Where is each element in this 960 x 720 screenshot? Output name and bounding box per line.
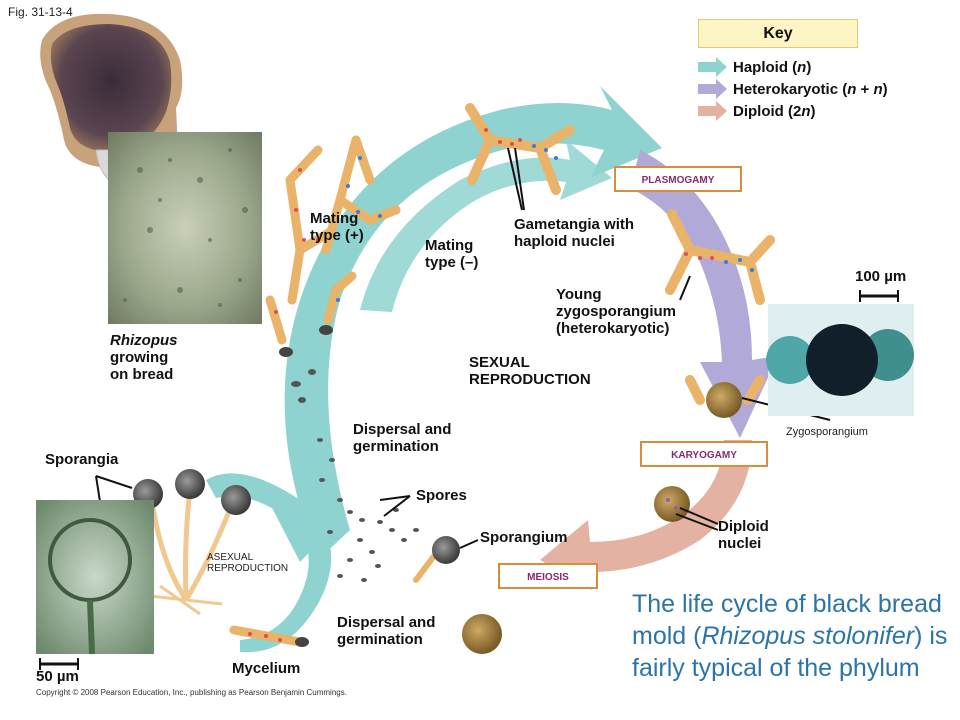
zygosporangium-drawing <box>685 375 765 418</box>
figure-label: Fig. 31-13-4 <box>8 5 73 19</box>
key-title: Key <box>698 19 858 48</box>
diploid-zygosporangium <box>654 486 690 522</box>
mating-plus-hyphae <box>265 145 335 345</box>
caption: The life cycle of black bread mold (Rhiz… <box>632 590 948 682</box>
gametangia-hyphae <box>465 103 575 195</box>
spores-cloud <box>291 369 419 582</box>
haploid-inner-arrow <box>360 140 612 312</box>
haploid-cycle-arrow <box>284 86 662 560</box>
heterokaryotic-cycle-arrow <box>630 150 778 438</box>
key-arrow-diploid-icon <box>698 101 727 121</box>
mating-minus-hyphae <box>321 135 401 325</box>
young-zygosporangium <box>665 209 775 305</box>
zygosporangium-label: Zygosporangium <box>786 426 868 438</box>
sporangium-label: Sporangium <box>480 529 568 546</box>
spores-label: Spores <box>416 487 467 504</box>
sporangium-drawing <box>413 536 460 583</box>
key-arrow-haploid-icon <box>698 57 727 77</box>
bread-photo <box>40 13 183 169</box>
scale-100-label: 100 µm <box>855 268 907 285</box>
asexual-arrowhead-icon <box>268 500 340 562</box>
meiosis-box: MEIOSIS <box>498 563 598 589</box>
diploid-cycle-arrow <box>540 440 752 590</box>
scale-50-label: 50 µm <box>36 668 79 685</box>
key-arrow-heterokaryotic-icon <box>698 79 727 99</box>
sporangium-micrograph <box>36 500 154 655</box>
mycelium-drawing <box>229 625 309 647</box>
spore-bottom-drawing <box>462 614 502 654</box>
copyright: Copyright © 2008 Pearson Education, Inc.… <box>36 688 347 697</box>
karyogamy-box: KARYOGAMY <box>640 441 768 467</box>
mold-closeup-photo <box>108 132 262 324</box>
asexual-sporangia <box>133 469 251 616</box>
plasmogamy-box: PLASMOGAMY <box>614 166 742 192</box>
mycelium-label: Mycelium <box>232 660 301 677</box>
zygosporangium-micrograph <box>766 304 914 416</box>
sporangia-label: Sporangia <box>45 451 119 468</box>
